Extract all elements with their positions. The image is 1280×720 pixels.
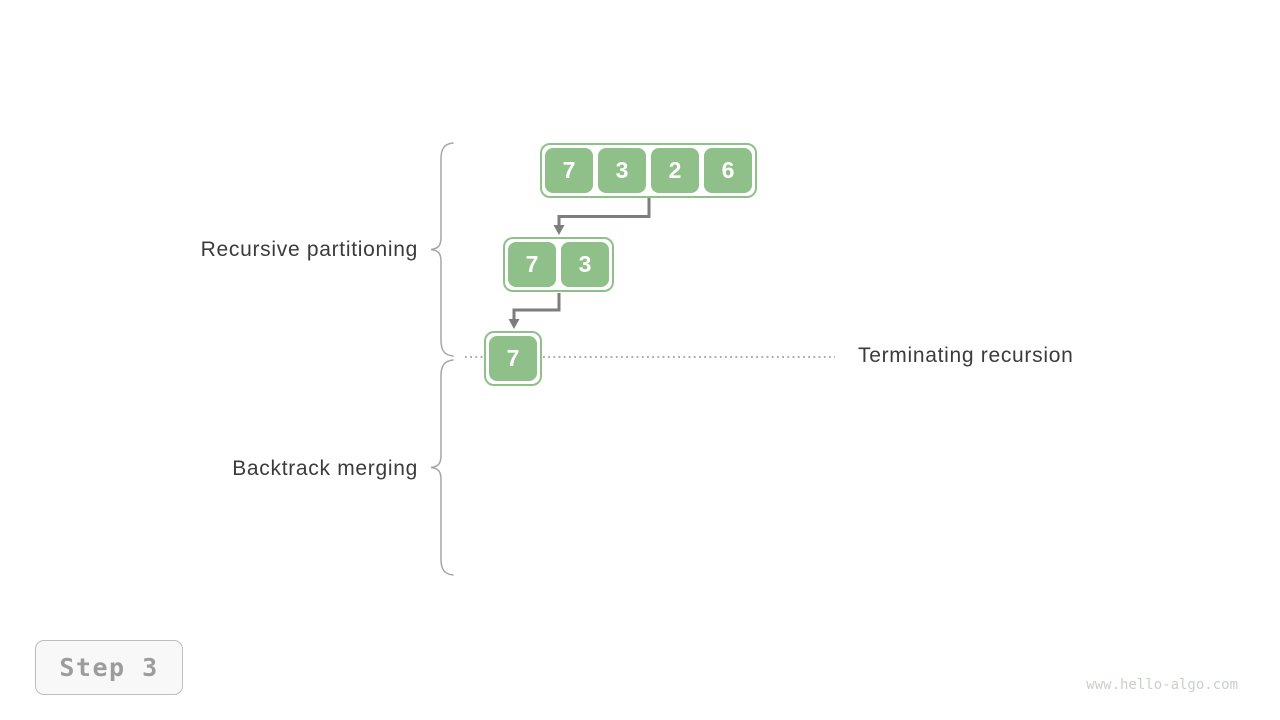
array-level-3: 7 [484,331,542,386]
recursive-partitioning-brace [430,142,454,357]
array-level-1: 7 3 2 6 [540,143,757,198]
watermark: www.hello-algo.com [1086,677,1238,693]
array-cell: 7 [489,336,537,381]
backtrack-merging-brace [430,359,454,576]
step-badge: Step 3 [35,640,183,695]
partition-arrowhead-level2-to-level3 [508,319,520,329]
array-cell: 7 [545,148,593,193]
array-level-2: 7 3 [503,237,614,292]
label-terminating-recursion: Terminating recursion [858,344,1074,367]
array-cell: 7 [508,242,556,287]
array-cell: 6 [704,148,752,193]
array-cell: 3 [598,148,646,193]
label-recursive-partitioning: Recursive partitioning [200,238,418,261]
partition-arrow-level2-to-level3 [512,293,561,320]
array-cell: 3 [561,242,609,287]
label-backtrack-merging: Backtrack merging [232,457,418,480]
partition-arrow-level1-to-level2 [557,198,651,226]
partition-arrowhead-level1-to-level2 [553,225,565,235]
array-cell: 2 [651,148,699,193]
